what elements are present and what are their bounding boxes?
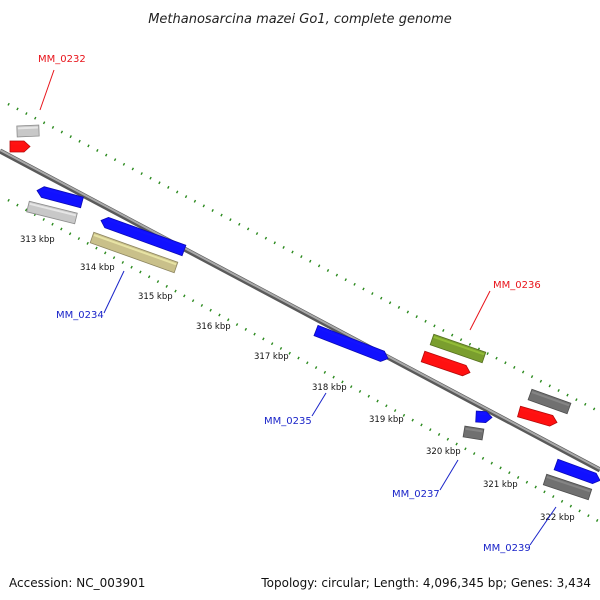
gene-feature-dark-highlight (531, 391, 570, 407)
genome-summary-text: Topology: circular; Length: 4,096,345 bp… (260, 576, 591, 590)
tick-label: 319 kbp (369, 415, 404, 425)
tick-label: 315 kbp (138, 292, 173, 302)
gene-label-mm0234[interactable]: MM_0234 (56, 310, 104, 321)
gene-label-mm0235[interactable]: MM_0235 (264, 416, 312, 427)
gene-features (9, 124, 600, 501)
gene-feature-khaki-highlight (93, 234, 177, 266)
gene-feature-red-highlight (424, 353, 466, 369)
genome-backbone-highlight (0, 149, 600, 470)
gene-feature-dark-highlight (546, 475, 591, 493)
gene-feature-gray-highlight (17, 126, 38, 130)
gene-feature-mm0239-highlight (557, 461, 596, 477)
accession-text: Accession: NC_003901 (9, 576, 145, 590)
gene-feature-dark-highlight (465, 427, 483, 433)
gene-feature-blue[interactable] (36, 186, 84, 209)
tick-label: 317 kbp (254, 352, 289, 362)
callout-line-mm0239 (529, 506, 557, 546)
tick-label: 314 kbp (80, 263, 115, 273)
tick-label: 320 kbp (426, 447, 461, 457)
callout-line-mm0234 (103, 270, 125, 314)
tick-labels: 313 kbp 314 kbp 315 kbp 316 kbp 317 kbp … (20, 235, 575, 523)
tick-label: 313 kbp (20, 235, 55, 245)
tick-label: 321 kbp (483, 480, 518, 490)
tick-label: 316 kbp (196, 322, 231, 332)
callout-line-mm0237 (439, 459, 459, 491)
gene-feature-red-highlight (520, 407, 553, 419)
gene-label-mm0239[interactable]: MM_0239 (483, 543, 531, 554)
gene-feature-mm0234-highlight (107, 218, 185, 249)
gene-callout-lines (39, 69, 557, 546)
callout-line-mm0236 (469, 290, 491, 331)
tick-label: 318 kbp (312, 383, 347, 393)
gene-feature-gray-highlight (29, 202, 77, 217)
gene-feature-blue-highlight (43, 188, 83, 201)
gene-feature-mm0235-highlight (317, 327, 384, 355)
gene-feature-mm0237-highlight (477, 412, 487, 416)
gene-label-mm0237[interactable]: MM_0237 (392, 489, 440, 500)
callout-line-mm0232 (39, 69, 55, 111)
map-title: Methanosarcina mazei Go1, complete genom… (148, 12, 452, 27)
gene-feature-mm0234[interactable] (100, 216, 187, 257)
tick-label: 322 kbp (540, 513, 575, 523)
callout-line-mm0235 (311, 392, 327, 417)
gene-label-mm0236[interactable]: MM_0236 (493, 280, 541, 291)
gene-feature-mm0236-highlight (433, 336, 485, 356)
inner-tick-ring (7, 198, 600, 524)
outer-tick-ring (7, 102, 600, 414)
gene-label-mm0232[interactable]: MM_0232 (38, 54, 86, 65)
